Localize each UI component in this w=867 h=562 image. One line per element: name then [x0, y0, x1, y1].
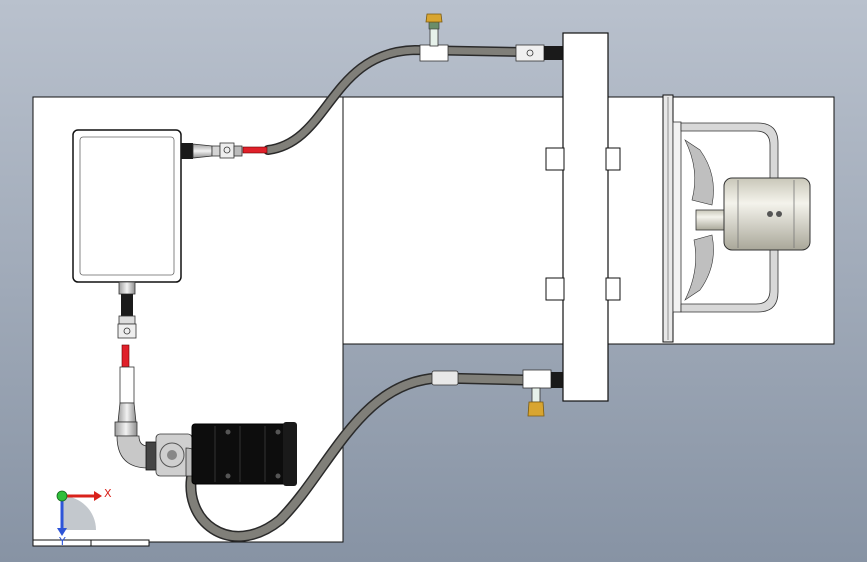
- water-tank[interactable]: [72, 129, 182, 283]
- valve-handle-vertical[interactable]: [121, 344, 130, 368]
- triad-y-arrow-icon: [57, 528, 67, 536]
- bottom-hose-clamp[interactable]: [431, 370, 459, 386]
- triad-y-label: Y: [58, 535, 66, 548]
- plate-foot-right: [90, 539, 150, 547]
- tank-outlet-valve[interactable]: [181, 142, 268, 159]
- top-hose[interactable]: [263, 44, 530, 155]
- fan-housing[interactable]: [662, 94, 779, 343]
- tank-bottom-outlet[interactable]: [117, 281, 137, 423]
- triad-x-label: X: [104, 487, 112, 500]
- top-tee-fitting[interactable]: [419, 13, 449, 62]
- brass-sensor-top[interactable]: [425, 13, 443, 23]
- pump-elbow[interactable]: [114, 421, 157, 471]
- bottom-hose[interactable]: [185, 372, 531, 542]
- bottom-hose-end-fitting[interactable]: [551, 372, 564, 388]
- triad-origin: [56, 490, 68, 502]
- brass-sensor-bottom[interactable]: [527, 401, 545, 417]
- fan-motor[interactable]: [695, 177, 811, 251]
- bottom-tee-fitting[interactable]: [522, 369, 552, 417]
- coordinate-triad: X Y: [56, 487, 112, 548]
- valve-handle-top[interactable]: [242, 146, 268, 154]
- triad-x-arrow-icon: [94, 491, 102, 501]
- pump-motor[interactable]: [191, 422, 297, 486]
- flange-plate[interactable]: [545, 32, 621, 402]
- top-hose-end-fitting[interactable]: [515, 44, 564, 62]
